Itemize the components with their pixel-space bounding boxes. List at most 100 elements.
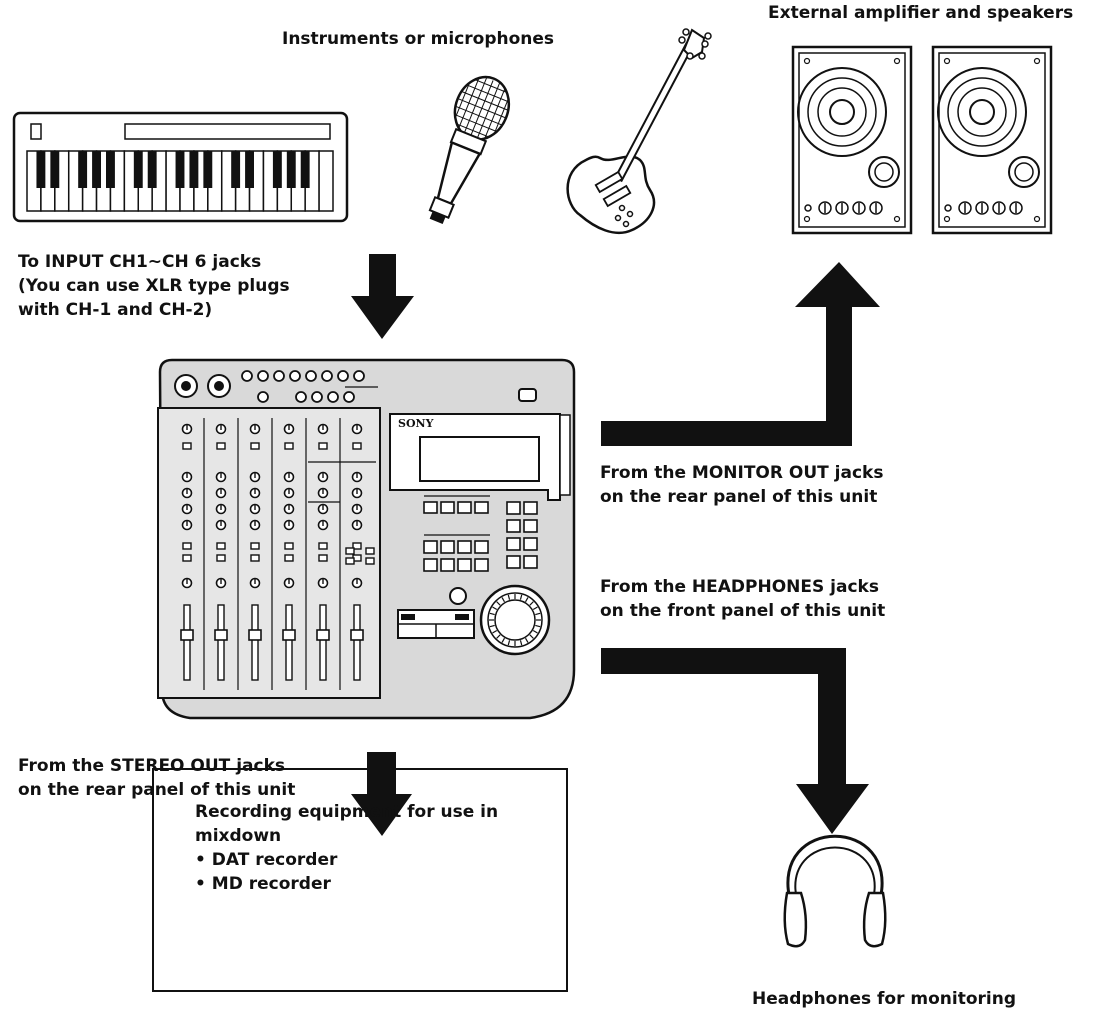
label-speakers: External amplifier and speakers bbox=[768, 3, 1074, 23]
channel-button bbox=[216, 442, 226, 450]
label-headphones-out-line: From the HEADPHONES jacks bbox=[600, 577, 879, 597]
black-key bbox=[203, 151, 213, 188]
tuning-peg bbox=[698, 52, 706, 60]
arrow-stereo-out bbox=[351, 752, 412, 836]
panel-button bbox=[523, 519, 538, 533]
black-key bbox=[300, 151, 310, 188]
panel-button bbox=[474, 501, 489, 514]
channel-button bbox=[284, 542, 294, 550]
recording-line: mixdown bbox=[195, 826, 282, 846]
arrow-to-input bbox=[351, 254, 414, 339]
panel-button bbox=[523, 501, 538, 515]
jack bbox=[257, 370, 269, 382]
black-key bbox=[133, 151, 143, 188]
channel-button bbox=[182, 542, 192, 550]
fader-slot bbox=[353, 604, 361, 681]
panel-button bbox=[506, 519, 521, 533]
black-key bbox=[286, 151, 296, 188]
arrow-headphones-out bbox=[601, 648, 869, 834]
black-key bbox=[106, 151, 115, 188]
jack bbox=[295, 391, 307, 403]
black-key bbox=[245, 151, 254, 188]
jack bbox=[311, 391, 323, 403]
label-input: To INPUT CH1~CH 6 jacks (You can use XLR… bbox=[18, 250, 290, 322]
jog-tick bbox=[535, 612, 541, 616]
jog-tick bbox=[532, 629, 538, 634]
channel-button bbox=[345, 547, 355, 555]
black-key bbox=[92, 151, 101, 188]
channel-button bbox=[182, 554, 192, 562]
jog-tick bbox=[501, 637, 506, 643]
channel-button bbox=[352, 442, 362, 450]
speaker-left bbox=[791, 45, 913, 235]
jog-tick bbox=[489, 624, 495, 628]
label-input-line: To INPUT CH1~CH 6 jacks bbox=[18, 252, 262, 272]
panel-button bbox=[457, 558, 472, 572]
jog-tick bbox=[529, 601, 534, 606]
multitrack-recorder-unit: SONY bbox=[157, 358, 576, 720]
jog-tick bbox=[501, 597, 506, 603]
label-monitor-out: From the MONITOR OUT jacks on the rear p… bbox=[600, 461, 883, 509]
headphones-illustration bbox=[783, 834, 887, 948]
tuning-peg bbox=[678, 36, 686, 44]
panel-button bbox=[523, 555, 538, 569]
jog-tick bbox=[496, 601, 501, 606]
jog-tick bbox=[519, 594, 523, 600]
jack bbox=[337, 370, 349, 382]
jack bbox=[305, 370, 317, 382]
label-headphones-out: From the HEADPHONES jacks on the front p… bbox=[600, 575, 885, 623]
panel-button bbox=[457, 501, 472, 514]
jack bbox=[327, 391, 339, 403]
channel-button bbox=[318, 442, 328, 450]
channel-button bbox=[318, 542, 328, 550]
panel-button bbox=[423, 501, 438, 514]
jog-tick bbox=[507, 594, 511, 600]
tuning-peg bbox=[686, 52, 694, 60]
channel-button bbox=[318, 554, 328, 562]
jog-tick bbox=[492, 606, 498, 611]
channel-button bbox=[182, 442, 192, 450]
panel-button bbox=[506, 537, 521, 551]
speaker-led bbox=[944, 204, 952, 212]
label-stereo-out-line: From the STEREO OUT jacks bbox=[18, 756, 285, 776]
fader-slot bbox=[251, 604, 259, 681]
fader-slot bbox=[319, 604, 327, 681]
tuning-peg bbox=[701, 40, 709, 48]
jog-tick bbox=[492, 629, 498, 634]
fader-cap bbox=[282, 629, 296, 641]
microphone-illustration bbox=[428, 72, 515, 225]
recording-line: • DAT recorder bbox=[195, 850, 338, 870]
recording-equipment-text: Recording equipment for use in mixdown •… bbox=[195, 800, 498, 896]
jog-tick bbox=[529, 634, 534, 639]
panel-button bbox=[423, 540, 438, 554]
black-key bbox=[175, 151, 185, 188]
mic-mesh-line bbox=[476, 82, 501, 139]
jog-tick bbox=[507, 640, 511, 646]
guitar-illustration bbox=[566, 28, 712, 235]
label-input-line: (You can use XLR type plugs bbox=[18, 276, 290, 296]
panel-button bbox=[440, 558, 455, 572]
panel-button bbox=[457, 540, 472, 554]
fader-slot bbox=[183, 604, 191, 681]
channel-button bbox=[352, 542, 362, 550]
recording-equipment-box bbox=[152, 768, 568, 992]
panel-button bbox=[474, 540, 489, 554]
black-key bbox=[272, 151, 282, 188]
label-monitor-out-line: on the rear panel of this unit bbox=[600, 487, 878, 507]
black-key bbox=[36, 151, 46, 188]
mic-mesh-line bbox=[455, 105, 503, 126]
recording-line: Recording equipment for use in bbox=[195, 802, 499, 822]
jog-tick bbox=[519, 640, 523, 646]
jack bbox=[257, 391, 269, 403]
channel-button bbox=[284, 554, 294, 562]
fader-cap bbox=[180, 629, 194, 641]
panel-button bbox=[423, 558, 438, 572]
jack bbox=[343, 391, 355, 403]
jack bbox=[289, 370, 301, 382]
device-brand: SONY bbox=[398, 417, 434, 430]
label-monitor-out-line: From the MONITOR OUT jacks bbox=[600, 463, 884, 483]
jog-tick bbox=[532, 606, 538, 611]
black-key bbox=[147, 151, 157, 188]
channel-button bbox=[365, 547, 375, 555]
